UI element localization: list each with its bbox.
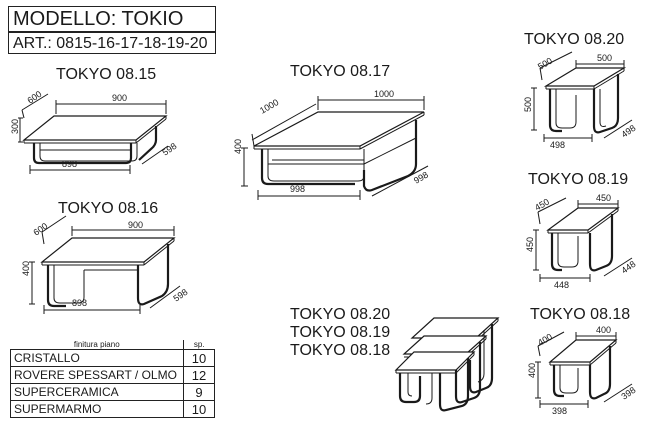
table-tokyo-0819 — [533, 197, 633, 282]
dim-0815-w: 900 — [112, 93, 127, 103]
title-tokyo-0815: TOKYO 08.15 — [56, 66, 157, 83]
dim-0818-w: 400 — [596, 325, 611, 335]
finish-name: SUPERCERAMICA — [10, 383, 184, 401]
dim-0819-h: 450 — [525, 237, 535, 252]
nest-label-0820: TOKYO 08.20 — [290, 306, 391, 323]
dim-0820-w: 500 — [597, 53, 612, 63]
dim-0817-bw: 998 — [290, 184, 305, 194]
finish-name: CRISTALLO — [10, 349, 184, 367]
dim-0815-h: 300 — [10, 119, 20, 134]
table-tokyo-0815 — [18, 93, 169, 174]
dim-0816-w: 900 — [128, 220, 143, 230]
table-tokyo-0817 — [241, 96, 429, 200]
dim-0819-bd: 448 — [619, 259, 637, 276]
dim-0816-h: 400 — [21, 261, 31, 276]
dim-0820-bw: 498 — [550, 140, 565, 150]
title-tokyo-0816: TOKYO 08.16 — [58, 200, 159, 217]
finish-thickness: 10 — [183, 349, 215, 367]
finish-row: SUPERMARMO 10 — [10, 400, 215, 418]
finish-name: ROVERE SPESSART / OLMO — [10, 366, 184, 384]
nest-label-0819: TOKYO 08.19 — [290, 324, 391, 341]
dim-0815-d: 600 — [25, 89, 43, 106]
dim-0817-d: 1000 — [258, 97, 280, 116]
finish-thickness: 9 — [183, 383, 215, 401]
dim-0816-bw: 898 — [72, 298, 87, 308]
thickness-col-header: sp. — [183, 340, 215, 350]
dim-0818-bw: 398 — [552, 406, 567, 416]
finish-name: SUPERMARMO — [10, 400, 184, 418]
dim-0820-d: 500 — [536, 56, 554, 72]
title-tokyo-0819: TOKYO 08.19 — [528, 171, 629, 188]
dim-0819-d: 450 — [533, 197, 551, 213]
finish-thickness: 10 — [183, 400, 215, 418]
model-title: MODELLO: TOKIO — [8, 6, 216, 32]
nest-label-0818: TOKYO 08.18 — [290, 342, 391, 359]
title-tokyo-0818: TOKYO 08.18 — [530, 306, 631, 323]
dim-0816-d: 600 — [31, 221, 49, 238]
dim-0816-bd: 598 — [171, 287, 189, 304]
table-tokyo-0818 — [535, 331, 633, 408]
dim-0815-bd: 598 — [160, 141, 178, 158]
dim-0818-h: 400 — [527, 363, 537, 378]
finish-table: finitura piano sp. CRISTALLO 10 ROVERE S… — [10, 340, 215, 418]
finish-row: SUPERCERAMICA 9 — [10, 383, 215, 401]
dim-0820-bd: 498 — [619, 123, 637, 140]
table-tokyo-0816 — [29, 215, 181, 314]
dim-0817-bd: 998 — [412, 170, 430, 186]
dim-0817-w: 1000 — [374, 89, 394, 99]
dim-0819-bw: 448 — [554, 280, 569, 290]
finish-table-header: finitura piano sp. — [10, 340, 215, 350]
dim-0815-bw: 898 — [62, 159, 77, 169]
dim-0820-h: 500 — [523, 97, 533, 112]
dim-0819-w: 450 — [596, 193, 611, 203]
dim-0818-d: 400 — [536, 332, 554, 348]
article-codes: ART.: 0815-16-17-18-19-20 — [8, 32, 216, 54]
dim-0817-h: 400 — [233, 139, 243, 154]
finish-thickness: 12 — [183, 366, 215, 384]
nesting-tables — [394, 317, 500, 412]
finish-row: CRISTALLO 10 — [10, 349, 215, 367]
title-tokyo-0820: TOKYO 08.20 — [524, 31, 625, 48]
table-tokyo-0820 — [531, 51, 633, 142]
dim-0818-bd: 398 — [619, 385, 637, 402]
finish-col-header: finitura piano — [10, 340, 184, 350]
finish-row: ROVERE SPESSART / OLMO 12 — [10, 366, 215, 384]
title-tokyo-0817: TOKYO 08.17 — [290, 63, 391, 80]
